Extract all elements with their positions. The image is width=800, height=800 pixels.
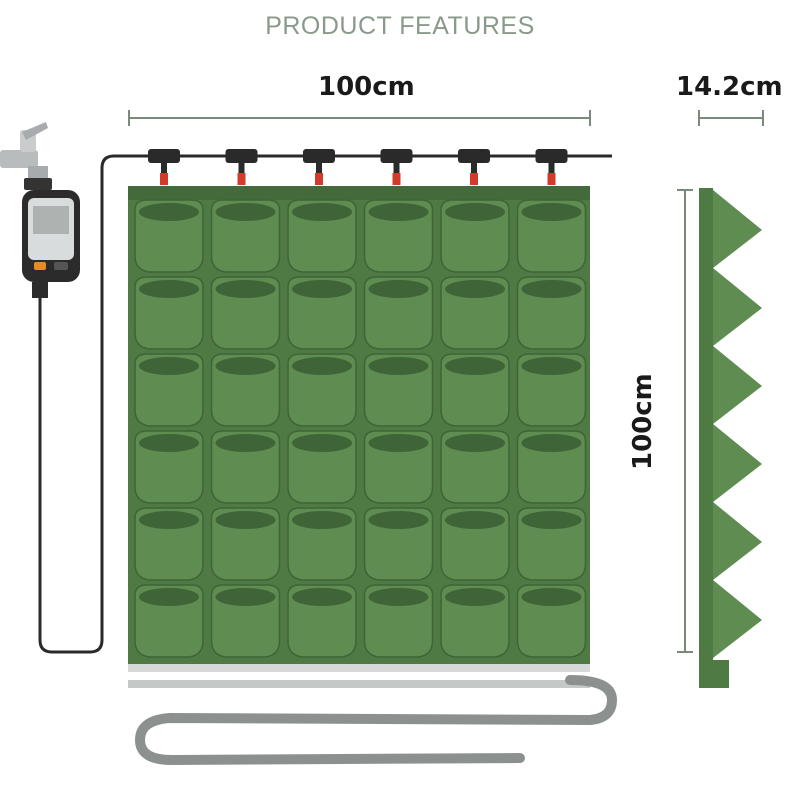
planter-pocket (516, 353, 587, 427)
drip-emitter (380, 149, 413, 185)
planter-pockets (134, 199, 587, 658)
planter-pocket (287, 353, 357, 427)
drip-emitter (303, 149, 335, 185)
planter-pocket (363, 584, 434, 658)
drip-emitters (148, 149, 568, 185)
height-measure-line (677, 189, 693, 653)
planter-pocket (440, 584, 510, 658)
planter-pocket (363, 507, 434, 581)
planter-pocket (210, 353, 281, 427)
planter-pocket (210, 430, 281, 504)
drain-hose (134, 675, 618, 766)
supply-pipe (38, 154, 612, 654)
depth-measure-line (698, 110, 764, 126)
planter-pocket (287, 199, 357, 273)
planter-pocket (134, 353, 204, 427)
planter-pocket (363, 353, 434, 427)
planter-pocket (210, 507, 281, 581)
drain-tray (128, 664, 590, 688)
width-measure-line (128, 110, 591, 126)
planter-pocket (134, 276, 204, 350)
planter-pocket (134, 584, 204, 658)
drip-emitter (458, 149, 490, 185)
water-faucet-icon (0, 122, 52, 190)
planter-pocket (287, 430, 357, 504)
planter-pocket (516, 199, 587, 273)
planter-pocket (134, 199, 204, 273)
width-dimension-label: 100cm (318, 72, 415, 102)
planter-pocket (440, 507, 510, 581)
planter-pocket (363, 199, 434, 273)
planter-pocket (210, 584, 281, 658)
planter-pocket (287, 276, 357, 350)
page-title: PRODUCT FEATURES (265, 12, 535, 40)
vertical-planter (128, 186, 590, 664)
drip-emitter (535, 149, 568, 185)
planter-pocket (440, 430, 510, 504)
planter-pocket (363, 430, 434, 504)
planter-pocket (134, 507, 204, 581)
planter-pocket (287, 507, 357, 581)
planter-pocket (440, 276, 510, 350)
planter-pocket (440, 199, 510, 273)
planter-pocket (287, 584, 357, 658)
depth-dimension-label: 14.2cm (676, 72, 783, 102)
drip-emitter (225, 149, 258, 185)
planter-pocket (210, 276, 281, 350)
drip-emitter (148, 149, 180, 185)
planter-pocket (440, 353, 510, 427)
planter-pocket (516, 276, 587, 350)
irrigation-timer-icon (22, 190, 80, 298)
planter-pocket (516, 430, 587, 504)
planter-pocket (134, 430, 204, 504)
planter-pocket (516, 507, 587, 581)
planter-pocket (363, 276, 434, 350)
planter-pocket (210, 199, 281, 273)
side-profile-view (699, 188, 762, 688)
planter-pocket (516, 584, 587, 658)
